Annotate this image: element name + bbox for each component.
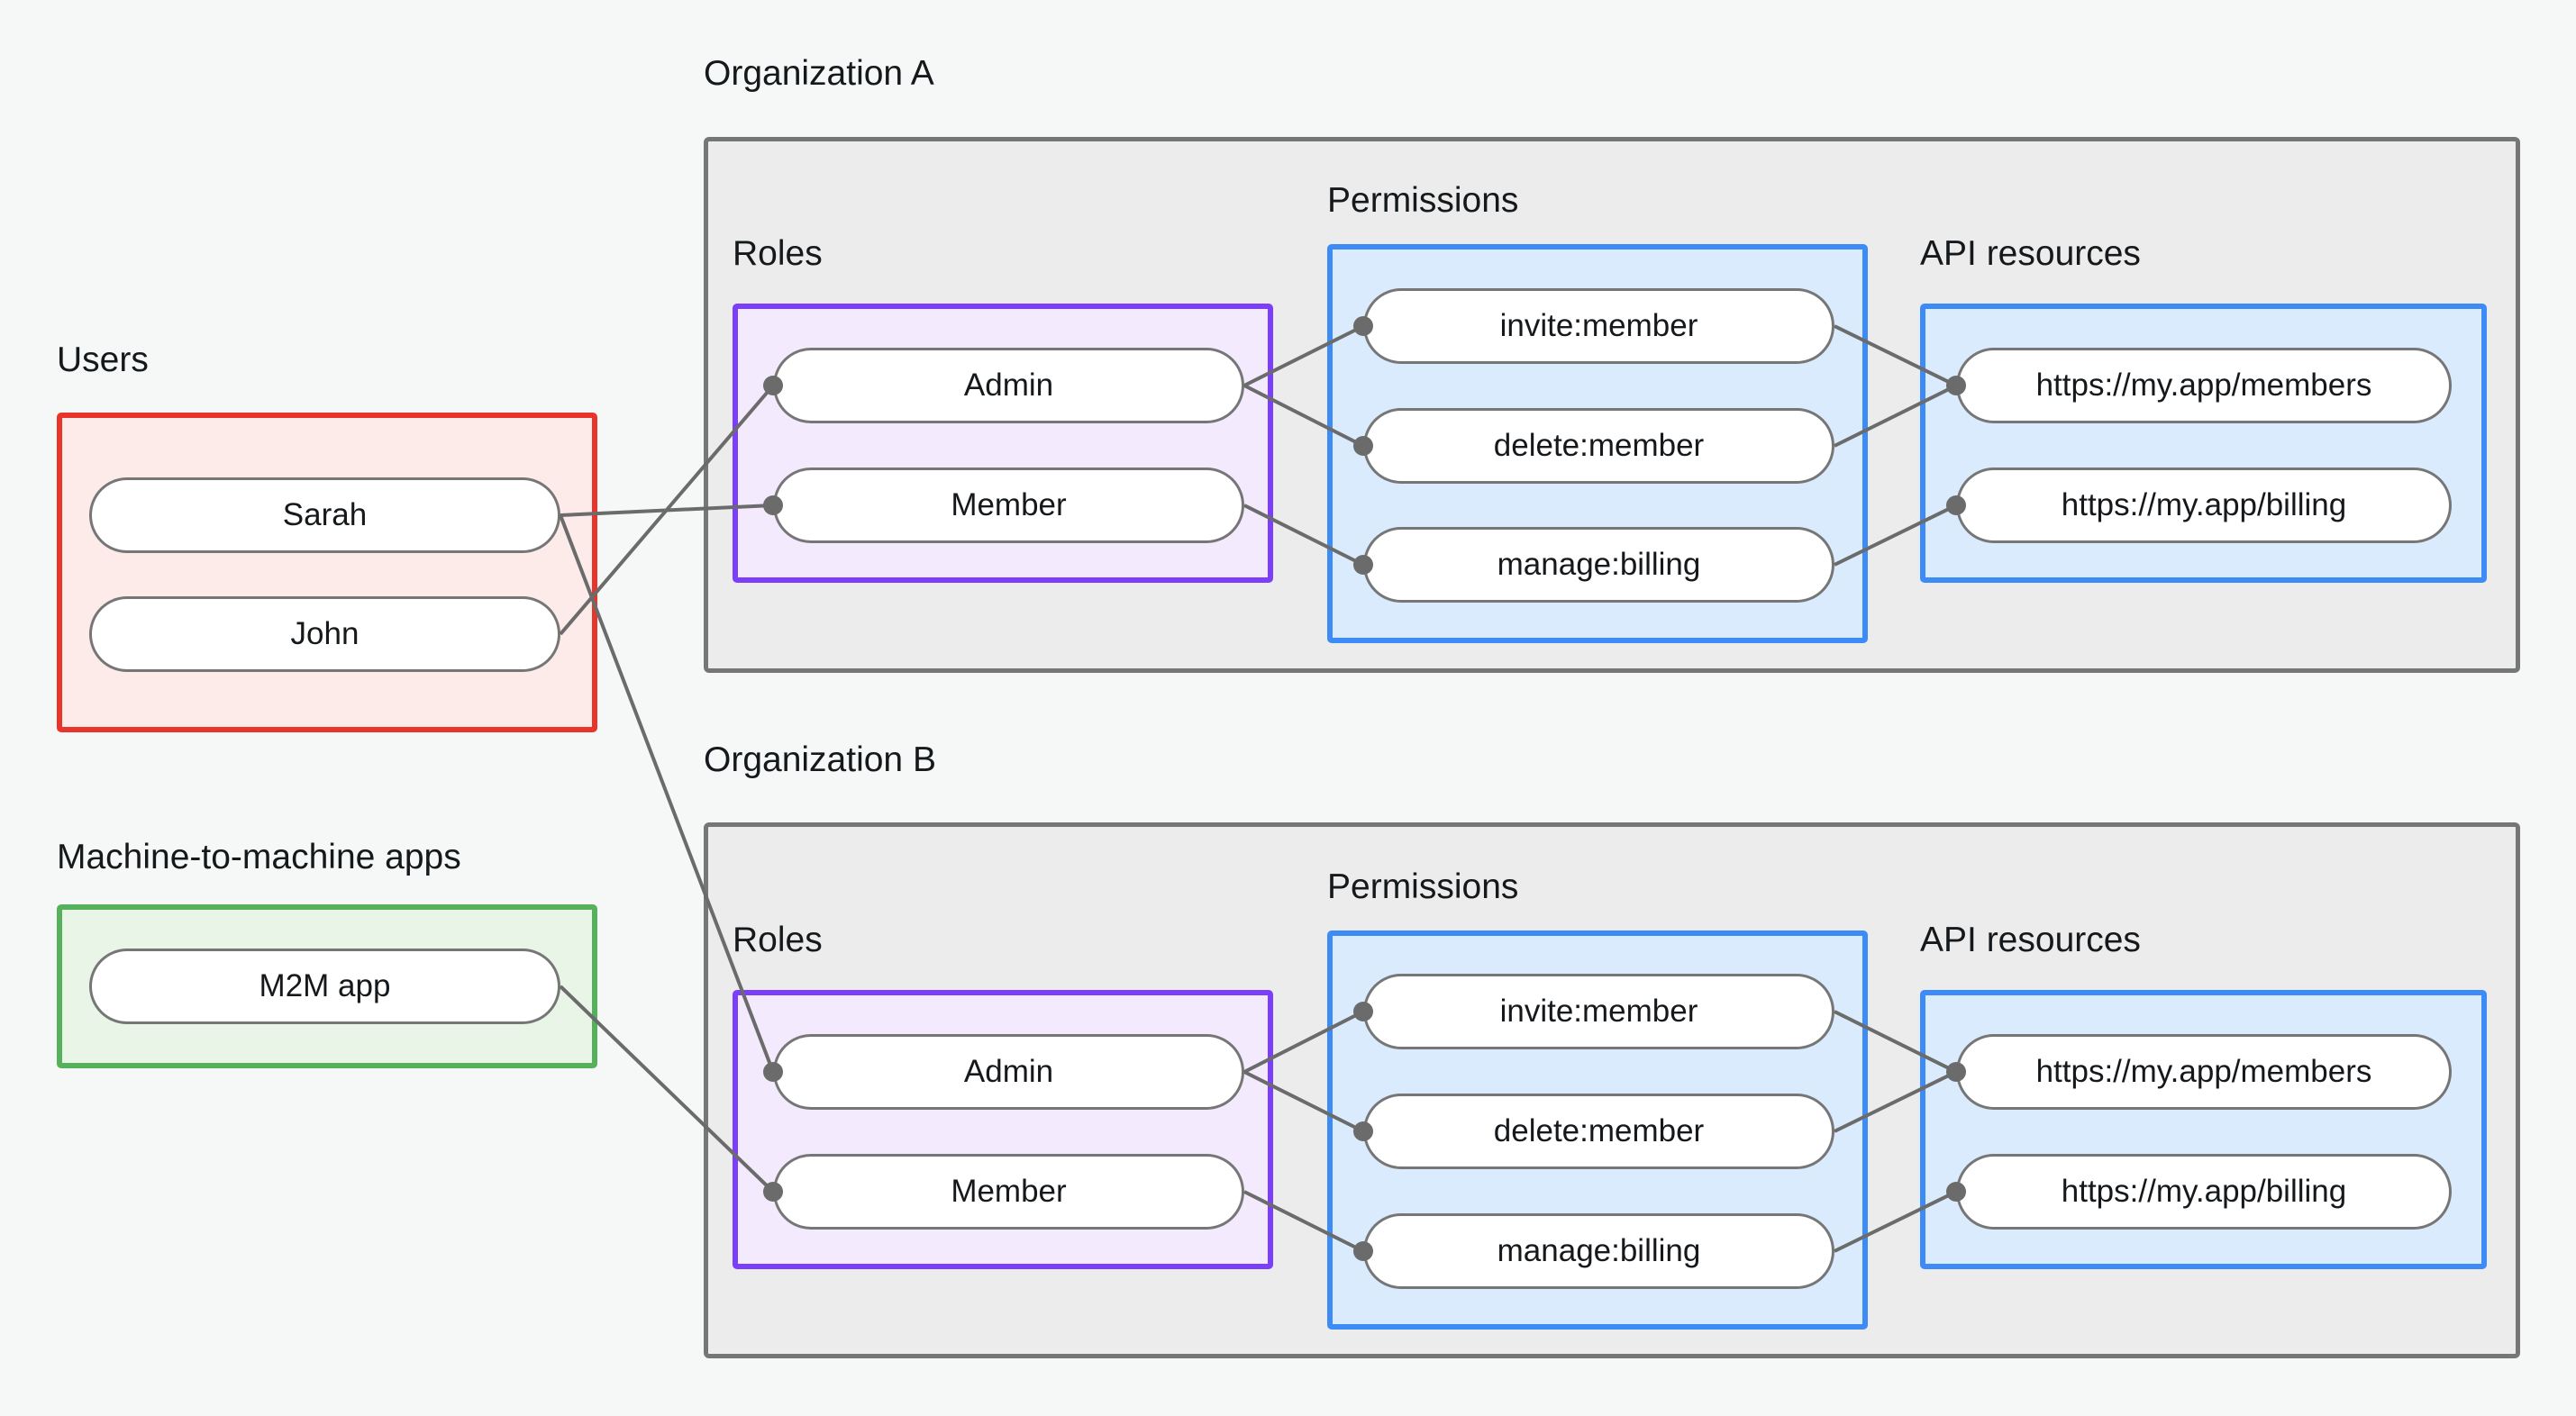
org-b-permission-delete-member[interactable]: delete:member [1363,1094,1834,1169]
org-b-role-member[interactable]: Member [773,1154,1244,1230]
user-sarah[interactable]: Sarah [89,477,560,553]
org-b-caption: Organization B [704,740,936,779]
users-caption: Users [57,340,149,379]
org-a-permission-delete-member[interactable]: delete:member [1363,408,1834,484]
org-b-roles-caption: Roles [733,921,823,959]
org-a-role-admin[interactable]: Admin [773,348,1244,423]
org-b-api-caption: API resources [1920,921,2141,959]
org-b-permission-invite-member[interactable]: invite:member [1363,974,1834,1049]
org-a-api-billing[interactable]: https://my.app/billing [1956,467,2452,543]
m2m-app[interactable]: M2M app [89,949,560,1024]
org-b-api-members[interactable]: https://my.app/members [1956,1034,2452,1110]
org-a-api-members[interactable]: https://my.app/members [1956,348,2452,423]
org-a-permission-manage-billing[interactable]: manage:billing [1363,527,1834,603]
org-a-role-member[interactable]: Member [773,467,1244,543]
org-a-permission-invite-member[interactable]: invite:member [1363,288,1834,364]
org-a-caption: Organization A [704,54,934,93]
org-b-api-billing[interactable]: https://my.app/billing [1956,1154,2452,1230]
org-b-permissions-caption: Permissions [1327,867,1519,906]
org-a-api-caption: API resources [1920,234,2141,273]
org-a-roles-caption: Roles [733,234,823,273]
org-b-role-admin[interactable]: Admin [773,1034,1244,1110]
users-group [57,413,597,732]
org-b-permission-manage-billing[interactable]: manage:billing [1363,1213,1834,1289]
org-a-permissions-caption: Permissions [1327,181,1519,220]
m2m-caption: Machine-to-machine apps [57,838,461,876]
user-john[interactable]: John [89,596,560,672]
